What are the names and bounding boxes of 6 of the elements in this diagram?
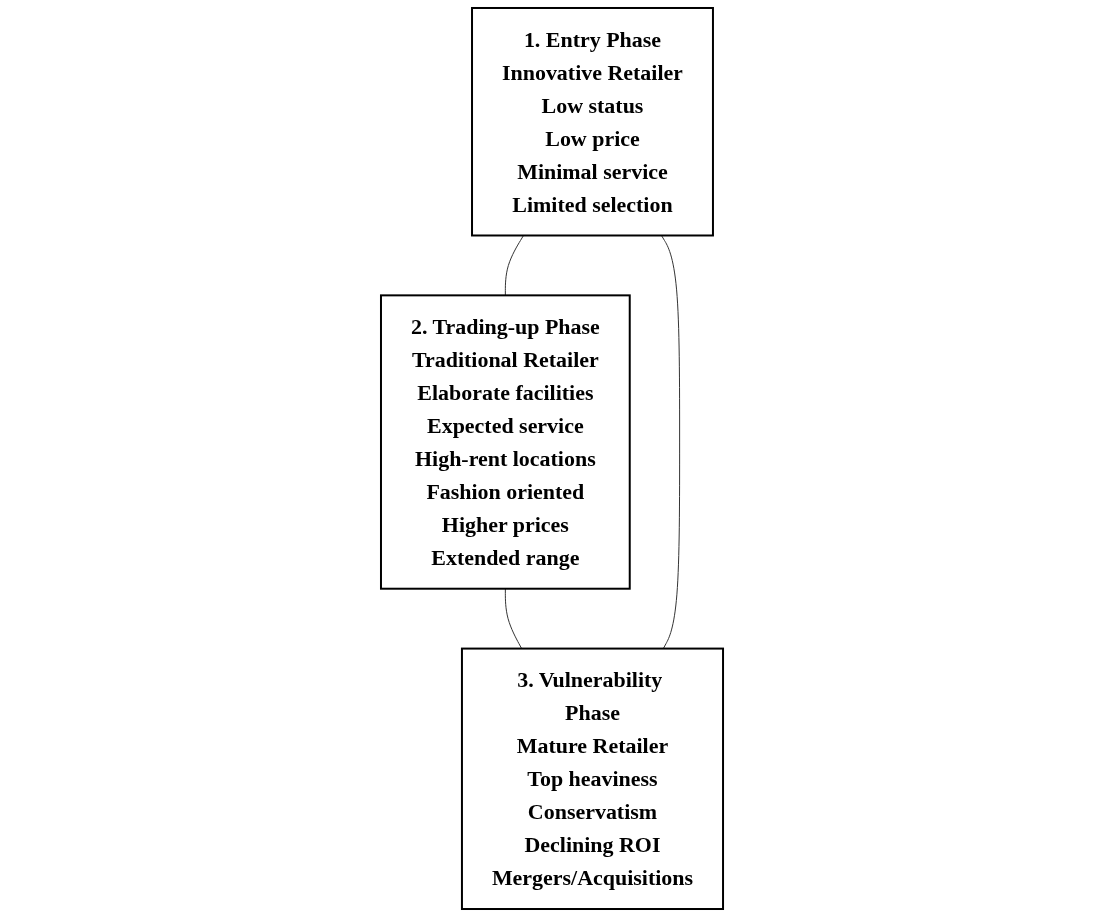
connector xyxy=(504,235,524,296)
connector xyxy=(660,235,681,650)
node-box: 3. Vulnerability Phase Mature Retailer Top heaviness Conservatism Declining ROI Mergers/Acquisitions xyxy=(460,647,724,910)
node-box: 2. Trading-up Phase Traditional Retailer Elaborate facilities Expected service High-rent locations Fashion oriented Higher prices Extended range xyxy=(379,294,631,590)
node-box: 1. Entry Phase Innovative Retailer Low status Low price Minimal service Limited selection xyxy=(471,7,714,237)
connector xyxy=(504,588,523,650)
